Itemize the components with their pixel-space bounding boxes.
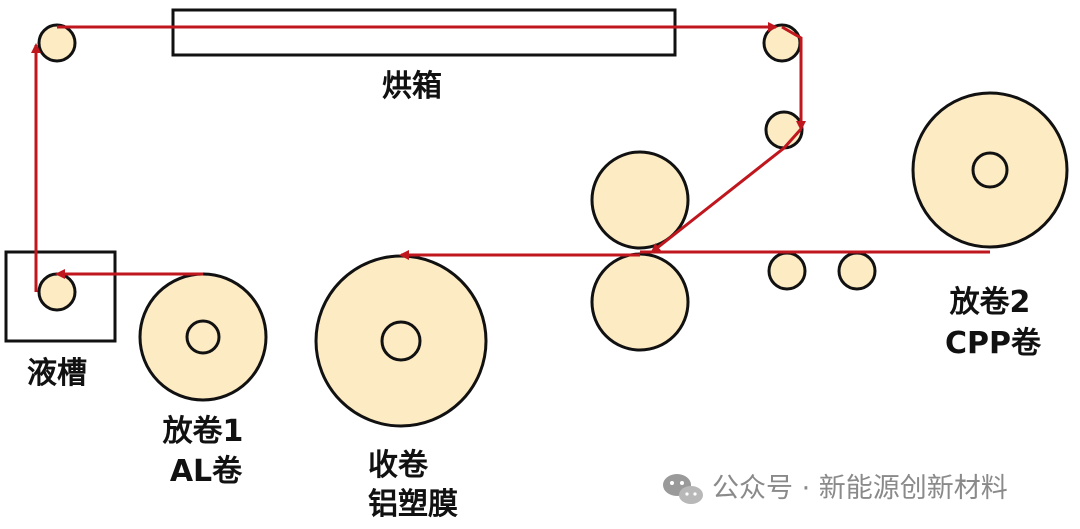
unwind2-label-line2: CPP卷	[945, 326, 1042, 361]
tank-label: 液槽	[27, 356, 87, 391]
oven-box	[171, 8, 677, 57]
rewind-core	[380, 320, 422, 362]
unwind1-label-line2: AL卷	[170, 454, 243, 489]
guide-roller-top-right	[762, 23, 802, 63]
wechat-icon	[663, 474, 703, 504]
guide-roller-bottom-2	[837, 251, 877, 291]
guide-roller-top-left	[37, 23, 77, 63]
watermark: 公众号 · 新能源创新材料	[663, 473, 1008, 504]
unwind1-label-line1: 放卷1	[162, 414, 244, 449]
guide-roller-right	[764, 110, 804, 150]
watermark-text: 公众号 · 新能源创新材料	[712, 473, 1008, 504]
web-path-to-nip	[650, 127, 803, 254]
unwind2-core	[971, 151, 1009, 189]
web-path-down	[781, 25, 806, 131]
tank-roller	[37, 272, 77, 312]
nip-roller-top	[590, 150, 690, 250]
rewind-label-line1: 收卷	[368, 448, 429, 483]
guide-roller-bottom-1	[767, 251, 807, 291]
nip-roller-bottom	[590, 252, 690, 352]
unwind1-core	[185, 319, 221, 355]
unwind2-label-line1: 放卷2	[949, 285, 1031, 320]
oven-label: 烘箱	[382, 69, 442, 104]
rewind-label-line2: 铝塑膜	[368, 487, 458, 522]
tank-box	[4, 250, 117, 343]
